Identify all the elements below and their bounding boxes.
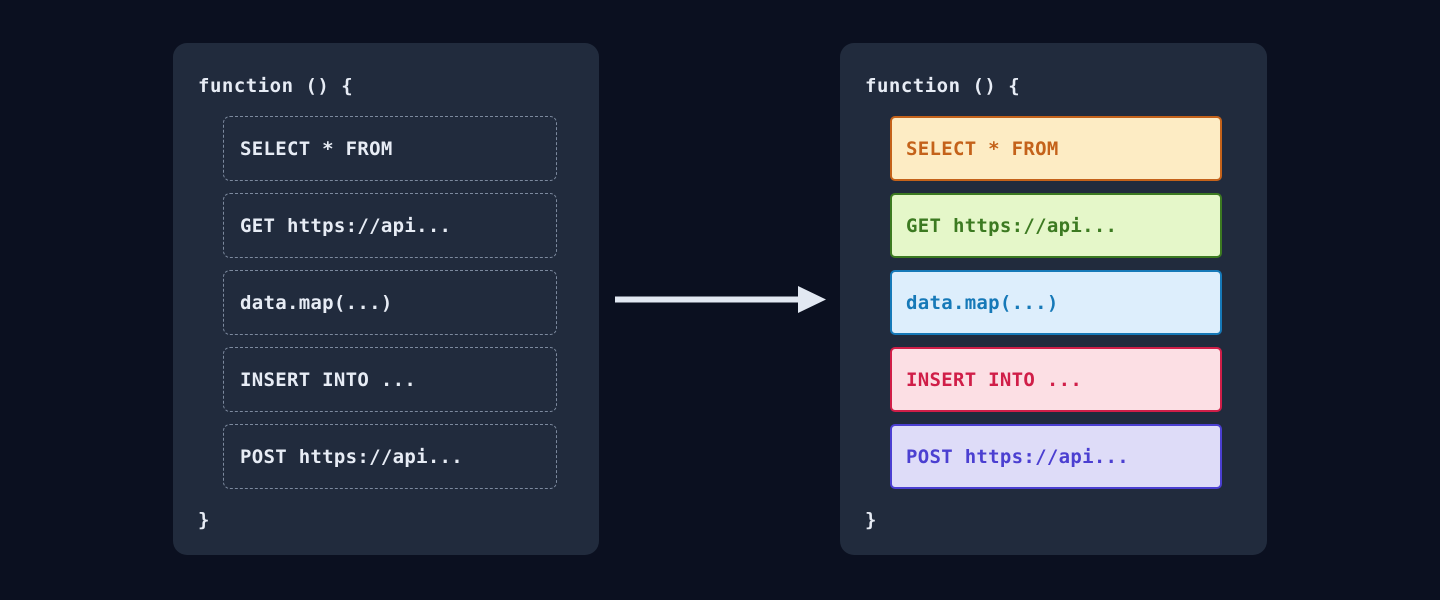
transformation-arrow <box>615 286 826 313</box>
arrow-head <box>798 286 826 313</box>
row-label: data.map(...) <box>906 291 1059 314</box>
after-row-list: SELECT * FROM GET https://api... data.ma… <box>890 116 1222 489</box>
before-code-panel: function () { SELECT * FROM GET https://… <box>173 43 599 555</box>
row-label: INSERT INTO ... <box>906 368 1083 391</box>
after-row-http-post[interactable]: POST https://api... <box>890 424 1222 489</box>
row-label: INSERT INTO ... <box>240 368 417 391</box>
after-row-data-transform[interactable]: data.map(...) <box>890 270 1222 335</box>
row-label: SELECT * FROM <box>240 137 393 160</box>
arrow-shaft <box>615 296 800 303</box>
after-code-panel: function () { SELECT * FROM GET https://… <box>840 43 1267 555</box>
before-row-list: SELECT * FROM GET https://api... data.ma… <box>223 116 557 489</box>
before-row-http-get[interactable]: GET https://api... <box>223 193 557 258</box>
after-row-sql-select[interactable]: SELECT * FROM <box>890 116 1222 181</box>
after-function-footer: } <box>865 509 877 531</box>
before-function-header: function () { <box>198 75 354 97</box>
after-row-sql-insert[interactable]: INSERT INTO ... <box>890 347 1222 412</box>
before-row-data-transform[interactable]: data.map(...) <box>223 270 557 335</box>
row-label: GET https://api... <box>906 214 1118 237</box>
before-row-sql-insert[interactable]: INSERT INTO ... <box>223 347 557 412</box>
before-function-footer: } <box>198 509 210 531</box>
before-row-http-post[interactable]: POST https://api... <box>223 424 557 489</box>
after-function-header: function () { <box>865 75 1021 97</box>
after-row-http-get[interactable]: GET https://api... <box>890 193 1222 258</box>
row-label: POST https://api... <box>240 445 464 468</box>
before-row-sql-select[interactable]: SELECT * FROM <box>223 116 557 181</box>
row-label: data.map(...) <box>240 291 393 314</box>
row-label: GET https://api... <box>240 214 452 237</box>
row-label: POST https://api... <box>906 445 1130 468</box>
row-label: SELECT * FROM <box>906 137 1059 160</box>
